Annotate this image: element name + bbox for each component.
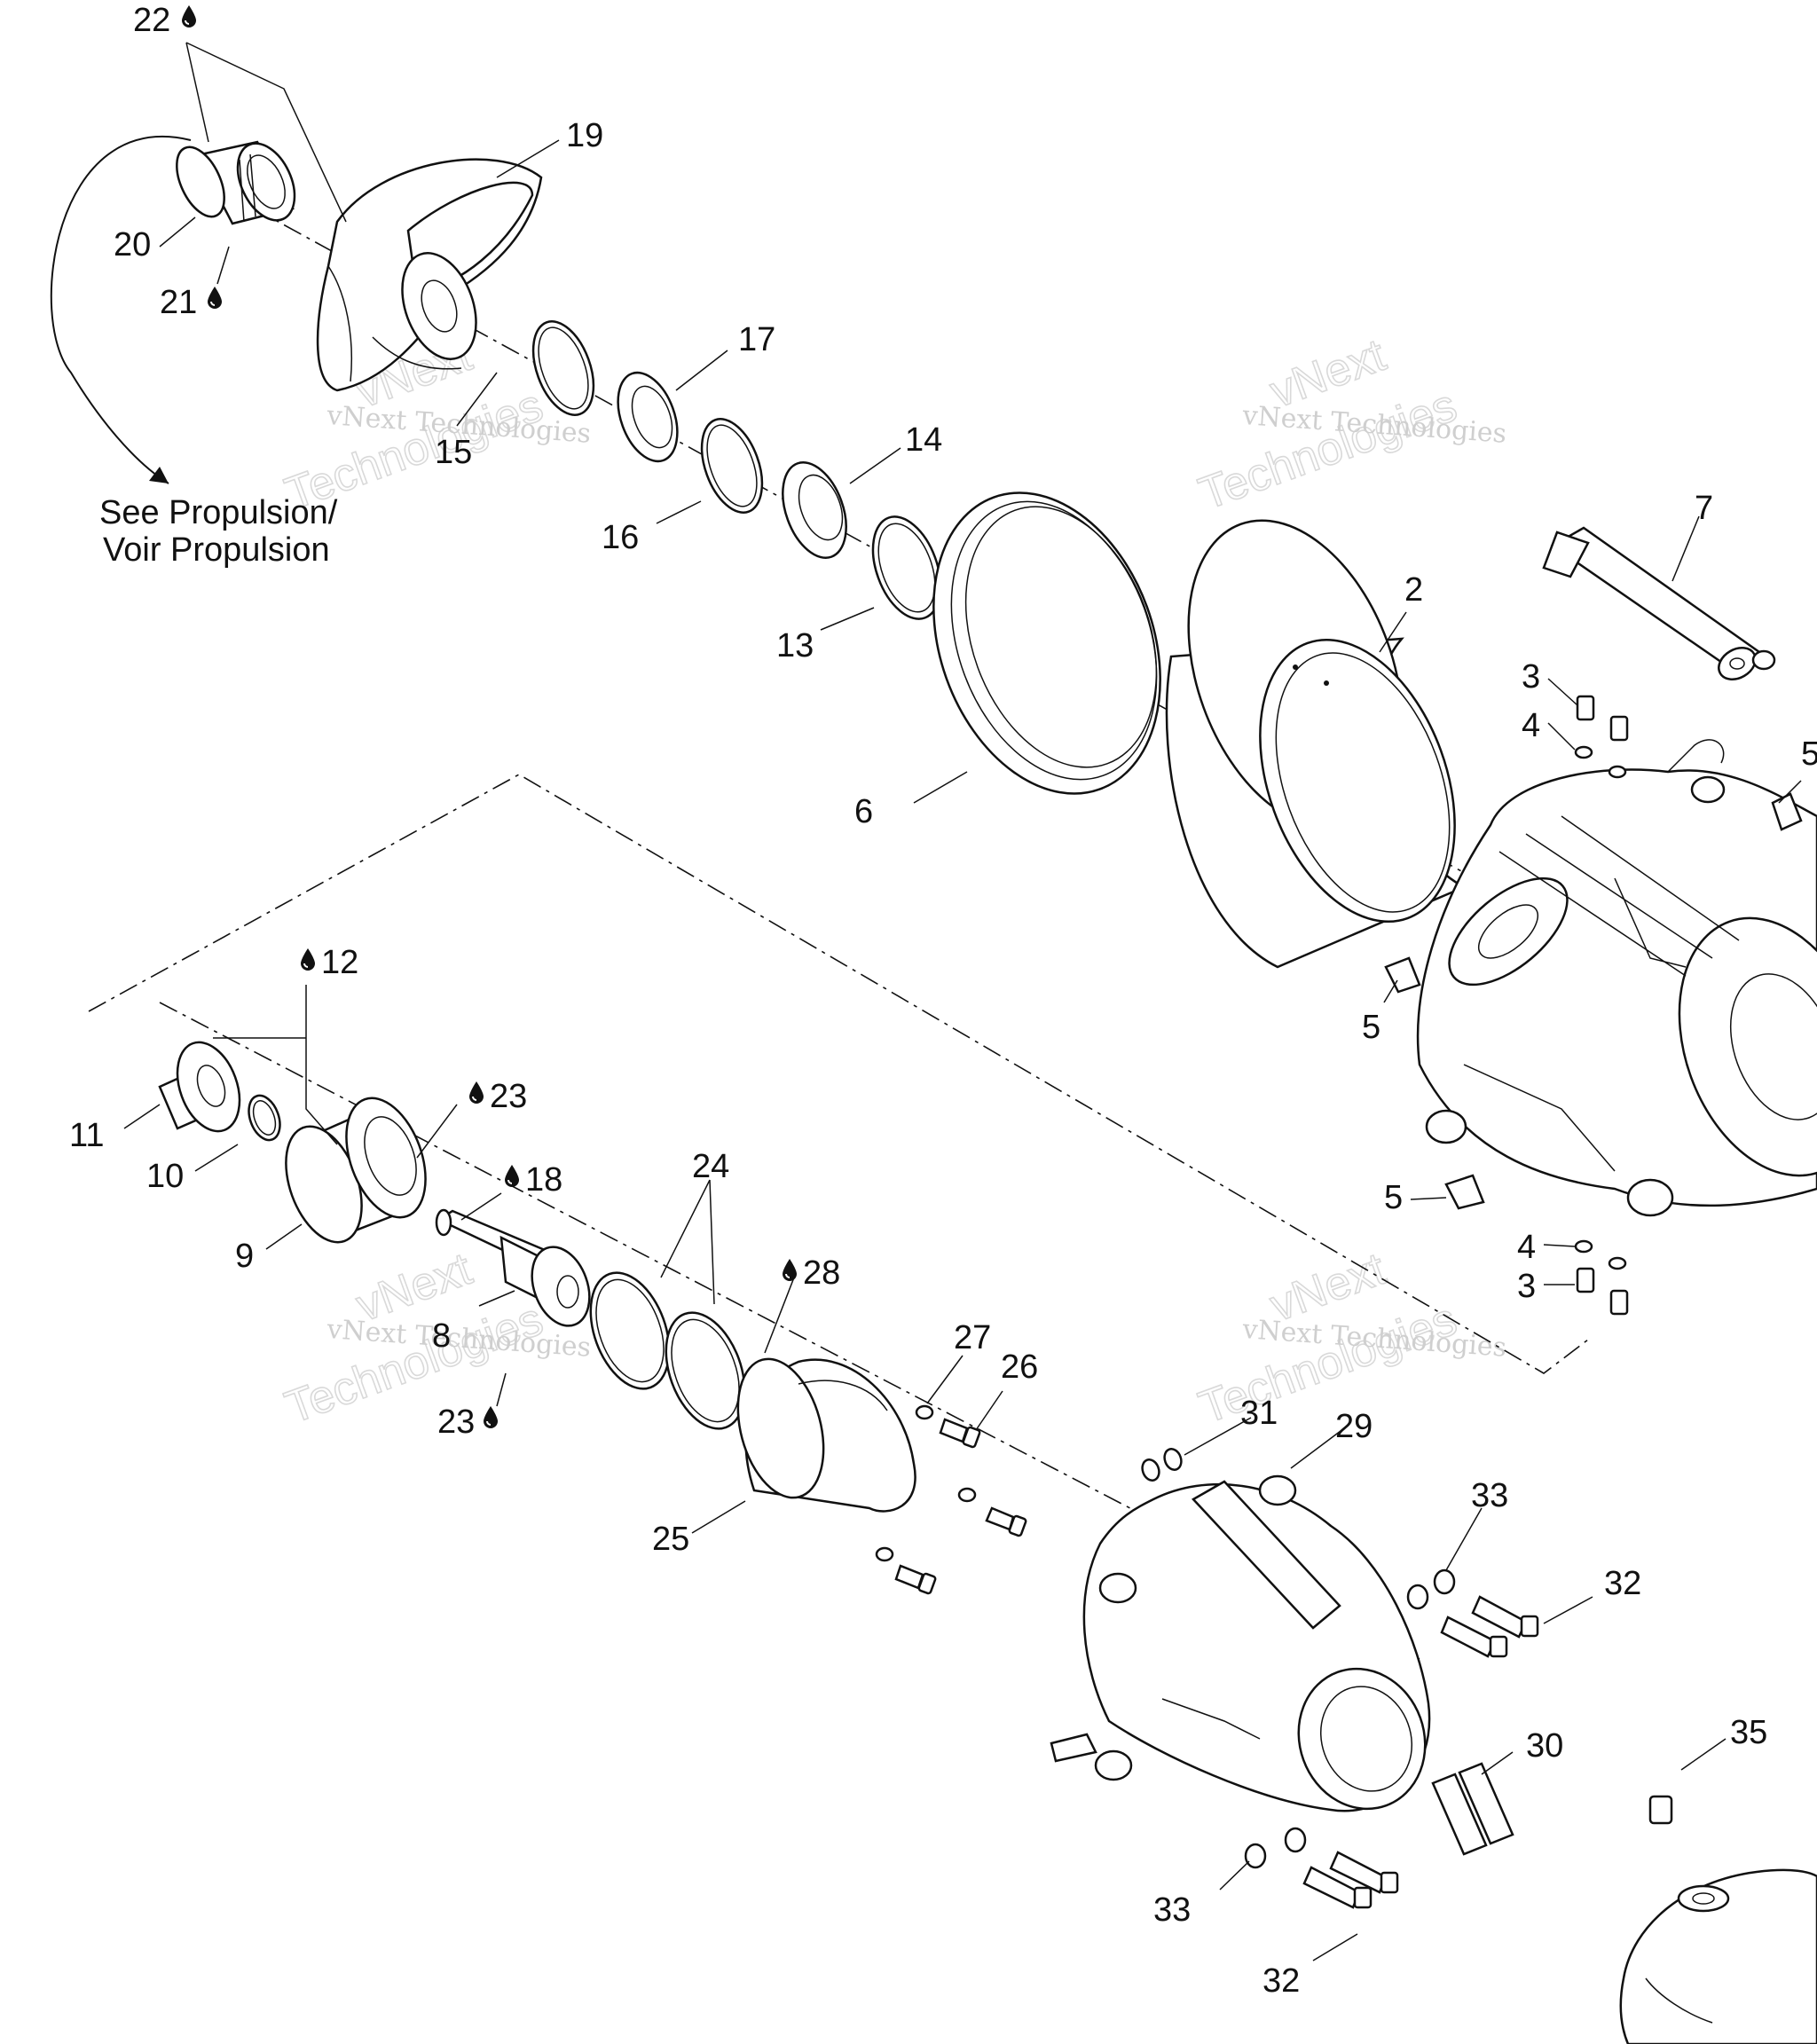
callout-23: 23 — [437, 1403, 475, 1441]
oil-drop-icon — [483, 1405, 499, 1429]
callout-2: 2 — [1404, 571, 1423, 609]
part-35-screw-and-housing — [1619, 1795, 1817, 2044]
part-26-screws — [894, 1418, 1027, 1595]
callout-21: 21 — [160, 284, 197, 321]
callout-3: 3 — [1522, 658, 1540, 696]
callout-4: 4 — [1517, 1229, 1536, 1266]
callout-26: 26 — [1001, 1348, 1038, 1386]
callout-7: 7 — [1695, 490, 1713, 527]
callout-33: 33 — [1153, 1891, 1191, 1929]
part-4-washers-bottom — [1574, 1239, 1627, 1270]
callout-24: 24 — [692, 1148, 729, 1185]
callout-29: 29 — [1335, 1408, 1373, 1445]
part-31-o-rings — [1141, 1448, 1183, 1482]
callout-8: 8 — [432, 1317, 451, 1355]
reference-arrowhead — [149, 467, 169, 483]
part-25-cone — [736, 1357, 916, 1513]
oil-drop-icon — [181, 4, 197, 28]
part-16-o-ring — [700, 418, 764, 514]
oil-drop-icon — [300, 947, 316, 971]
part-24-o-rings — [589, 1271, 746, 1430]
callout-19: 19 — [566, 117, 603, 154]
callout-27: 27 — [954, 1319, 991, 1356]
reference-note-line-2: Voir Propulsion — [103, 531, 330, 569]
callout-5: 5 — [1801, 735, 1817, 773]
callout-14: 14 — [905, 421, 942, 459]
callout-12: 12 — [321, 944, 358, 981]
part-7-support-bar — [1542, 526, 1776, 680]
part-2-liner — [1165, 519, 1467, 969]
callout-5: 5 — [1362, 1009, 1380, 1046]
part-20-sleeve — [176, 140, 296, 225]
callout-6: 6 — [854, 793, 873, 830]
part-19-impeller — [316, 158, 543, 392]
oil-drop-icon — [207, 286, 223, 310]
part-13-o-ring — [871, 515, 942, 620]
callout-28: 28 — [803, 1254, 840, 1292]
callout-25: 25 — [652, 1521, 689, 1558]
part-6-large-ring — [932, 491, 1161, 795]
callout-18: 18 — [525, 1161, 562, 1199]
part-3-screws-top — [1576, 695, 1629, 742]
part-9-bearing — [285, 1097, 427, 1244]
oil-drop-icon — [468, 1081, 484, 1105]
callout-5: 5 — [1384, 1179, 1403, 1216]
part-14-seal — [782, 461, 847, 559]
callout-13: 13 — [776, 627, 814, 664]
reference-arc — [50, 136, 192, 484]
callout-32: 32 — [1262, 1962, 1300, 2000]
callout-labels: 22 19 20 21 15 17 16 14 13 6 2 7 3 4 5 5… — [69, 2, 1817, 2000]
callout-30: 30 — [1526, 1727, 1563, 1765]
oil-drop-icon — [782, 1258, 798, 1282]
callout-31: 31 — [1240, 1395, 1278, 1432]
watermark-group-top-right: vNext Technologies vNext Technologies — [1192, 328, 1507, 521]
callout-20: 20 — [114, 226, 151, 263]
part-8-shaft — [435, 1208, 591, 1327]
part-30-bushings — [1431, 1762, 1514, 1856]
callout-33: 33 — [1471, 1477, 1508, 1514]
callout-16: 16 — [602, 519, 639, 556]
callout-22: 22 — [133, 2, 170, 39]
callout-15: 15 — [435, 434, 472, 471]
propulsion-reference: See Propulsion/ Voir Propulsion — [50, 136, 338, 569]
part-5-bushings — [1384, 792, 1803, 1210]
callout-35: 35 — [1730, 1714, 1767, 1751]
callout-11: 11 — [69, 1117, 104, 1154]
part-11-spacer — [158, 1041, 241, 1133]
callout-17: 17 — [738, 321, 775, 358]
callout-3: 3 — [1517, 1268, 1536, 1305]
reference-note-line-1: See Propulsion/ — [99, 494, 338, 531]
oil-drop-icon — [504, 1164, 520, 1188]
callout-9: 9 — [235, 1238, 254, 1275]
subassembly-boundary — [88, 774, 1589, 1374]
part-17-seal — [617, 371, 679, 463]
part-32-bolts — [1302, 1595, 1539, 1909]
callout-4: 4 — [1522, 707, 1540, 744]
part-4-washers-top — [1574, 745, 1627, 779]
callout-32: 32 — [1604, 1565, 1641, 1602]
part-3-screws-bottom — [1576, 1267, 1629, 1316]
callout-23: 23 — [490, 1078, 527, 1115]
part-27-washers — [875, 1404, 977, 1562]
part-15-circlip — [531, 320, 595, 416]
part-10-o-ring — [248, 1094, 281, 1142]
part-29-nozzle-housing — [1050, 1474, 1431, 1812]
leader-lines — [123, 42, 1802, 1961]
callout-10: 10 — [146, 1158, 184, 1195]
pump-housing — [1416, 739, 1817, 1217]
part-33-washers — [1244, 1568, 1456, 1869]
